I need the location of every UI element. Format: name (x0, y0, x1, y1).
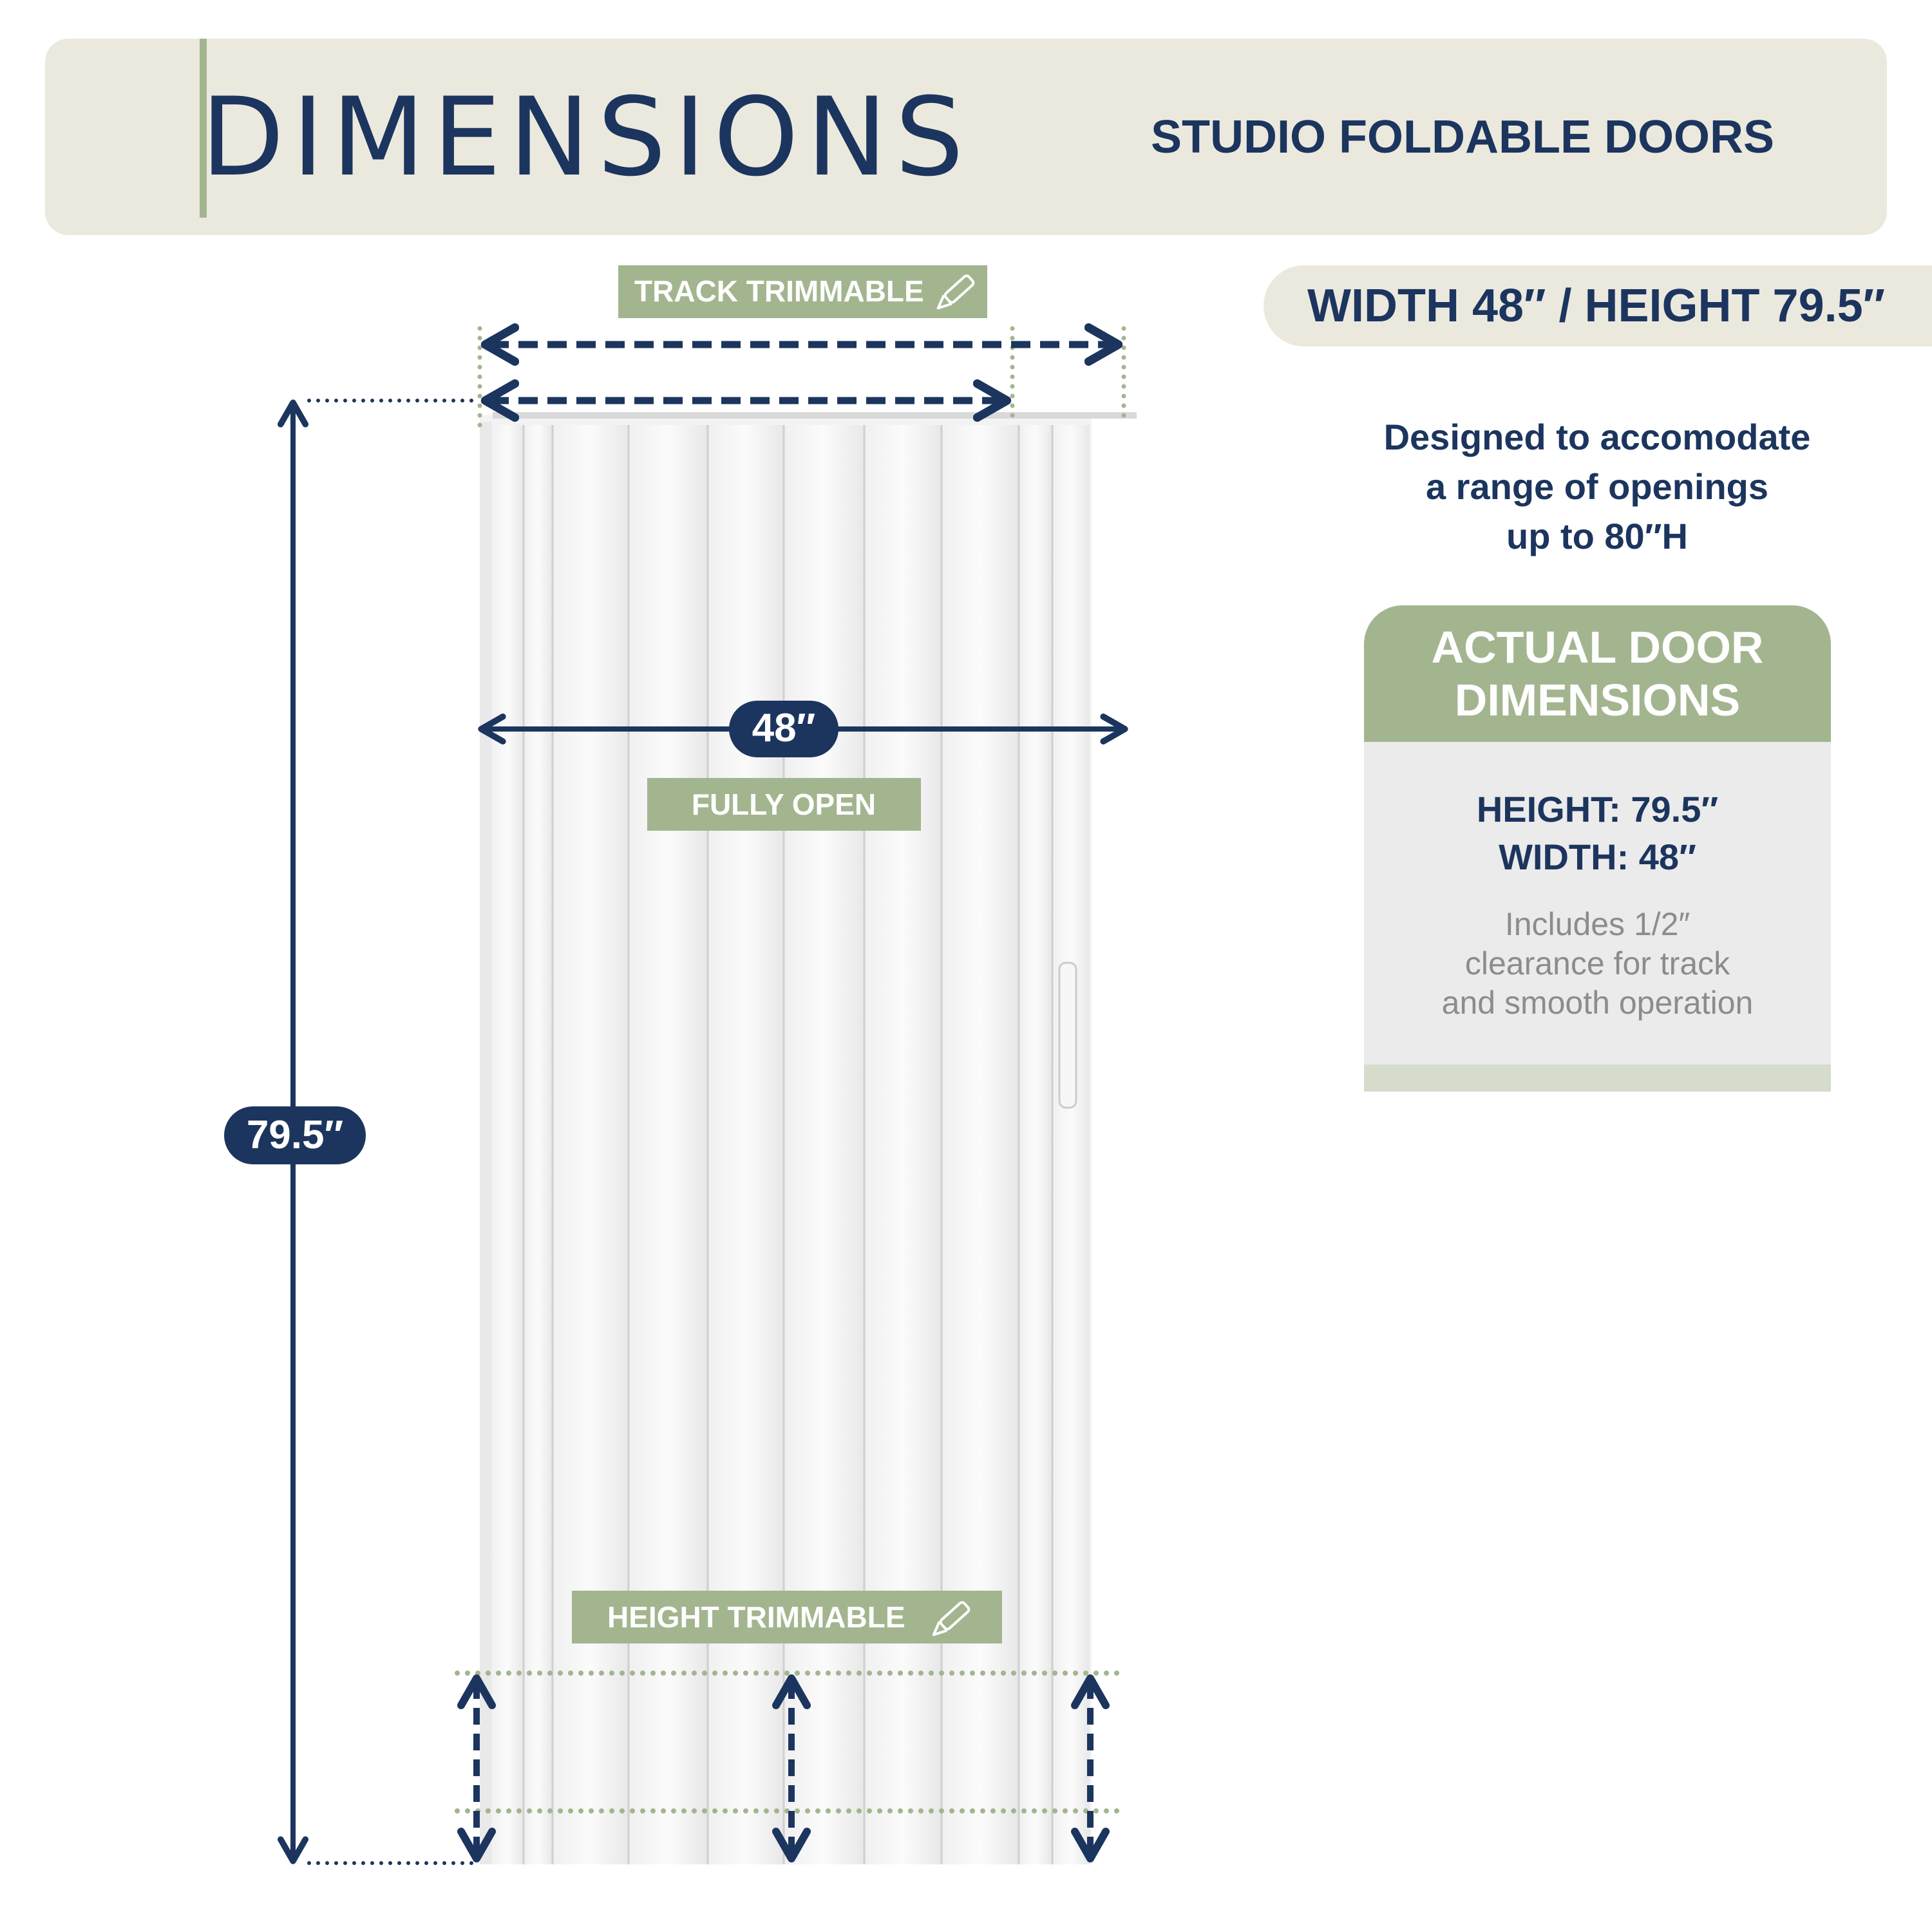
page-title: DIMENSIONS (201, 74, 972, 200)
card-title-line: ACTUAL DOOR (1431, 622, 1764, 672)
door-panel (553, 425, 629, 1864)
clearance-note-line: and smooth operation (1441, 985, 1754, 1021)
height-trim-arrows (457, 1674, 1110, 1862)
knife-icon (936, 274, 975, 310)
width-spec: WIDTH: 48″ (1499, 837, 1696, 877)
door-panel (524, 425, 553, 1864)
width-badge-text: 48″ (752, 706, 816, 750)
door-panel (784, 425, 864, 1864)
card-title-line: DIMENSIONS (1454, 675, 1741, 725)
clearance-note: Includes 1/2″ clearance for track and sm… (1364, 905, 1831, 1023)
height-badge-text: 79.5″ (247, 1113, 343, 1157)
folding-door (480, 412, 1137, 1864)
track-trimmable-tag (618, 265, 987, 318)
clearance-note-line: Includes 1/2″ (1504, 906, 1690, 942)
actual-dimensions-card: ACTUAL DOOR DIMENSIONS HEIGHT: 79.5″ WID… (1364, 605, 1831, 1092)
door-panel (1052, 425, 1090, 1864)
track-rail (493, 412, 1137, 419)
height-trimmable-label: HEIGHT TRIMMABLE (607, 1600, 905, 1634)
width-measure-group: 48″ FULLY OPEN (478, 701, 1128, 831)
header-accent-line (200, 39, 207, 218)
height-trimmable-tag (572, 1591, 1002, 1643)
door-panel (864, 425, 942, 1864)
door-panel (491, 425, 524, 1864)
height-badge (224, 1106, 366, 1164)
width-badge (729, 701, 838, 757)
card-specs: HEIGHT: 79.5″ WIDTH: 48″ (1364, 786, 1831, 881)
door-handle (1058, 961, 1077, 1109)
description-text: Designed to accomodate a range of openin… (1340, 412, 1855, 561)
fully-open-label: FULLY OPEN (692, 788, 876, 821)
description-line: up to 80″H (1506, 516, 1688, 556)
product-name: STUDIO FOLDABLE DOORS (1151, 111, 1774, 163)
size-pill-text: WIDTH 48″ / HEIGHT 79.5″ (1307, 280, 1886, 332)
description-line: a range of openings (1425, 466, 1769, 507)
door-panel (708, 425, 784, 1864)
card-footer (1364, 1065, 1831, 1092)
track-trimmable-label: TRACK TRIMMABLE (634, 274, 924, 308)
track-guides (477, 326, 1126, 434)
knife-icon (932, 1601, 971, 1636)
door-panel (942, 425, 1019, 1864)
height-measure-group: 79.5″ (224, 399, 478, 1865)
clearance-note-line: clearance for track (1464, 945, 1730, 981)
door-jamb (480, 422, 491, 1864)
door-panel (1019, 425, 1052, 1864)
header-bar (45, 39, 1887, 235)
height-trimmable-group: HEIGHT TRIMMABLE (455, 1591, 1120, 1862)
card-header: ACTUAL DOOR DIMENSIONS (1364, 605, 1831, 742)
description-line: Designed to accomodate (1383, 417, 1811, 457)
size-pill: WIDTH 48″ / HEIGHT 79.5″ (1264, 265, 1932, 346)
door-panel (629, 425, 708, 1864)
height-spec: HEIGHT: 79.5″ (1476, 789, 1719, 829)
track-trimmable-group: TRACK TRIMMABLE (477, 265, 1126, 434)
fully-open-tag (647, 778, 921, 831)
